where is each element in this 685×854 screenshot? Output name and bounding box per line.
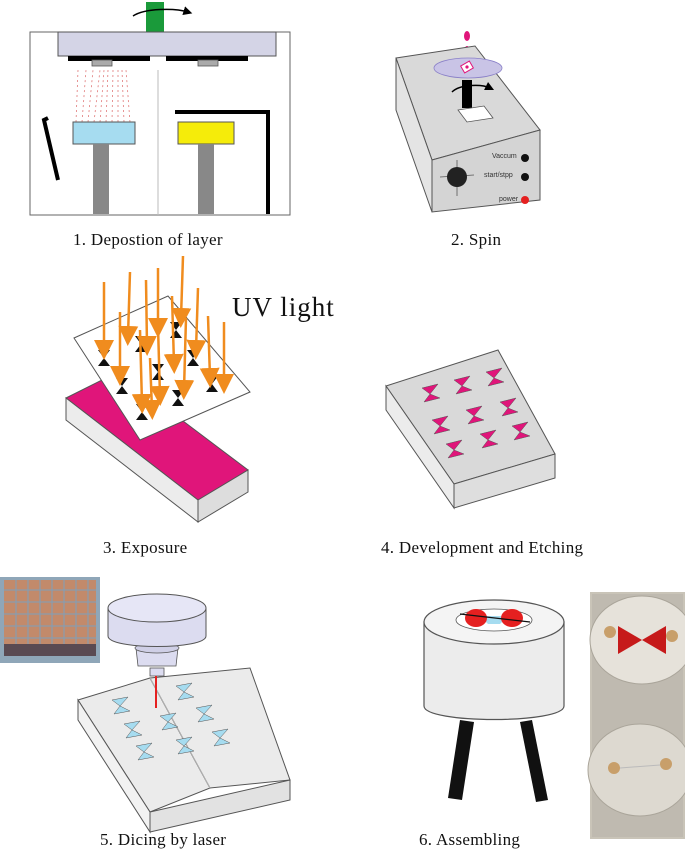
target-yellow (177, 121, 235, 145)
target-post-left (93, 144, 109, 214)
diced-bowties (111, 682, 231, 761)
vaccum-light (521, 154, 529, 162)
power-label: power (499, 196, 519, 203)
exposure-setup (65, 255, 251, 524)
step-1-caption: 1. Depostion of layer (73, 230, 223, 249)
laser-head-icon (107, 593, 207, 708)
vaccum-label: Vaccum (492, 153, 517, 160)
plume-lines (75, 69, 131, 123)
etched-wafer (385, 349, 556, 510)
spin-coater (395, 31, 541, 213)
step-2-caption: 2. Spin (451, 230, 502, 249)
step-4-caption: 4. Development and Etching (381, 538, 584, 557)
photomask (73, 295, 251, 441)
spin-rotation-icon (451, 81, 495, 93)
dicing-setup (0, 577, 291, 834)
step-6-caption: 6. Assembling (419, 830, 521, 849)
start-stop-light (521, 173, 529, 181)
electrode-left (465, 609, 487, 627)
target-post-right (198, 144, 214, 214)
step-3-caption: 3. Exposure (103, 538, 188, 557)
electrode-right (501, 609, 523, 627)
power-light (521, 196, 529, 204)
uv-light-label: UV light (232, 292, 335, 322)
speed-knob (447, 167, 467, 187)
substrate-holder (57, 31, 277, 57)
start-stop-label: start/stpp (484, 172, 513, 179)
assembled-photo (587, 592, 685, 839)
assembled-device (423, 599, 565, 802)
target-blue (72, 121, 136, 145)
uv-arrows (94, 255, 234, 420)
deposition-chamber (29, 2, 291, 216)
substrate-rotor (146, 2, 164, 34)
step-5-caption: 5. Dicing by laser (100, 830, 227, 849)
diced-photo-inset (0, 577, 100, 663)
etched-bowties (421, 367, 531, 459)
rotation-arrow-icon (132, 6, 193, 17)
